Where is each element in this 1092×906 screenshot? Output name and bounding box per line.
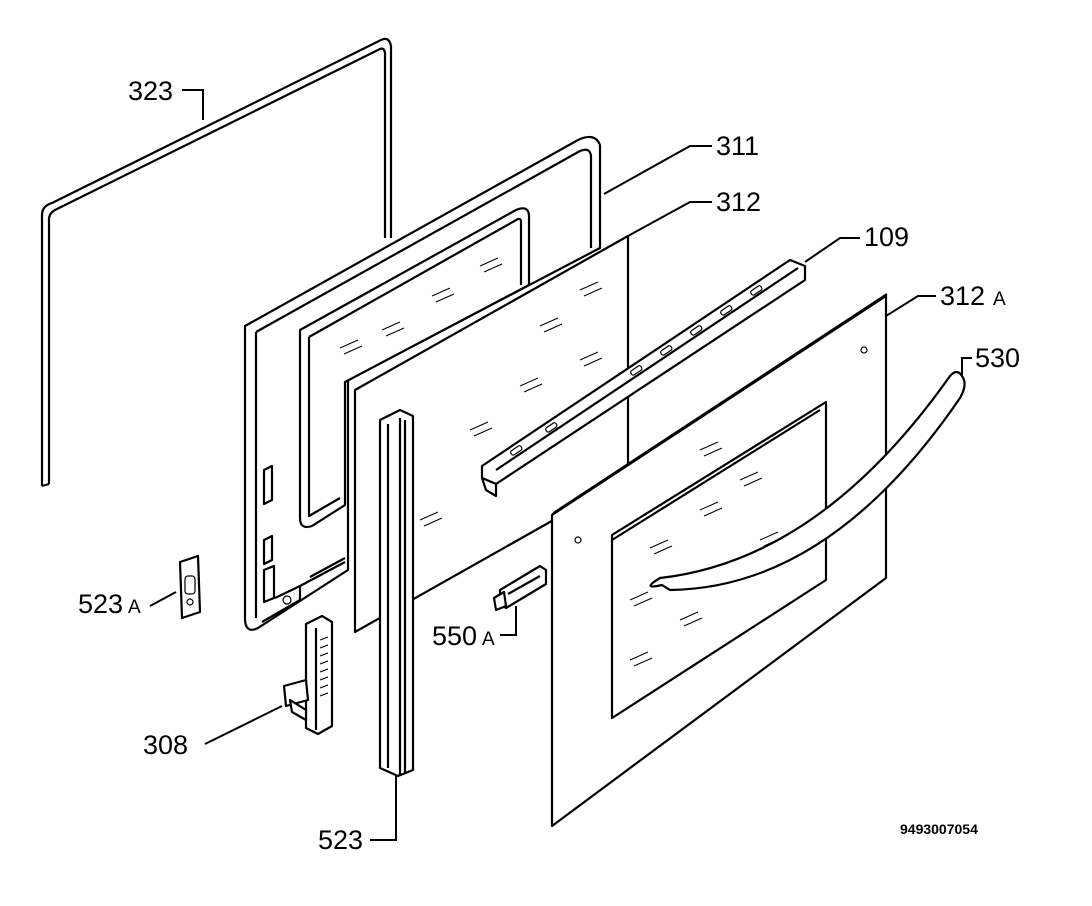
label-308: 308 bbox=[143, 730, 188, 760]
drawing-number: 9493007054 bbox=[900, 821, 978, 837]
label-523: 523 bbox=[318, 825, 363, 855]
label-312: 312 bbox=[716, 187, 761, 217]
part-323-gasket bbox=[40, 37, 393, 487]
part-523a-clip bbox=[178, 554, 202, 620]
part-109-top-profile bbox=[480, 258, 807, 498]
part-523-side-profile bbox=[378, 408, 415, 778]
label-523a: 523 bbox=[78, 589, 123, 619]
label-530: 530 bbox=[975, 343, 1020, 373]
label-550a-suffix: A bbox=[482, 629, 495, 650]
leader-lines bbox=[149, 89, 972, 841]
label-312a: 312 bbox=[940, 281, 985, 311]
label-323: 323 bbox=[128, 76, 173, 106]
label-311: 311 bbox=[716, 131, 759, 161]
part-530-handle bbox=[649, 370, 966, 592]
label-312a-suffix: A bbox=[993, 289, 1006, 310]
label-523a-suffix: A bbox=[128, 597, 141, 618]
label-550a: 550 bbox=[432, 621, 477, 651]
label-109: 109 bbox=[864, 222, 909, 252]
part-550a-hinge-bracket bbox=[492, 564, 548, 612]
part-308-hinge bbox=[282, 614, 334, 736]
part-311-inner-frame bbox=[243, 135, 602, 631]
part-312a-outer-glass bbox=[550, 293, 888, 828]
